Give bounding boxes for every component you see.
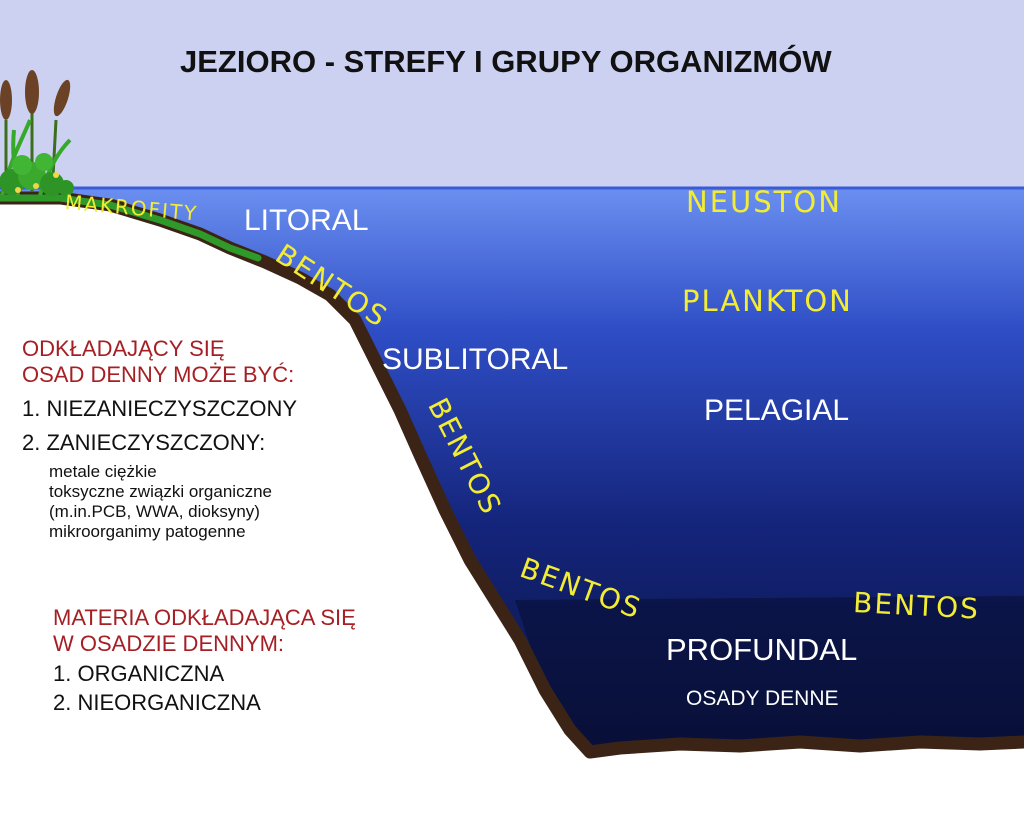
pollutant-heavy-metals: metale ciężkie <box>49 462 157 481</box>
zone-profundal-label: PROFUNDAL <box>666 632 858 667</box>
matter-item-inorganic: 2. NIEORGANICZNA <box>53 690 261 715</box>
matter-heading-line1: MATERIA ODKŁADAJĄCA SIĘ <box>53 605 356 630</box>
matter-heading-line2: W OSADZIE DENNYM: <box>53 631 285 656</box>
zone-pelagial-label: PELAGIAL <box>704 394 850 427</box>
sediment-item-unpolluted: 1. NIEZANIECZYSZCZONY <box>22 396 298 421</box>
matter-item-organic: 1. ORGANICZNA <box>53 661 225 686</box>
pollutant-toxic-organics: toksyczne związki organiczne <box>49 482 272 501</box>
pollutant-pathogens: mikroorganimy patogenne <box>49 522 246 541</box>
sky-area <box>0 0 1024 188</box>
pollutant-examples: (m.in.PCB, WWA, dioksyny) <box>49 502 260 521</box>
plankton-label: PLANKTON <box>682 284 853 318</box>
bentos-profundal-label: BENTOS <box>852 586 981 626</box>
sediment-info-block: ODKŁADAJĄCY SIĘ OSAD DENNY MOŻE BYĆ: 1. … <box>22 336 297 542</box>
zone-litoral-label: LITORAL <box>244 204 369 237</box>
bottom-sediments-label: OSADY DENNE <box>686 687 839 710</box>
sediment-heading-line2: OSAD DENNY MOŻE BYĆ: <box>22 362 295 387</box>
shore-grass <box>0 194 262 262</box>
sediment-item-polluted: 2. ZANIECZYSZCZONY: <box>22 430 266 455</box>
profundal-dark-layer <box>515 596 1024 752</box>
matter-info-block: MATERIA ODKŁADAJĄCA SIĘ W OSADZIE DENNYM… <box>53 605 356 716</box>
diagram-title: JEZIORO - STREFY I GRUPY ORGANIZMÓW <box>180 44 832 79</box>
reed-plants <box>0 70 74 197</box>
zone-sublitoral-label: SUBLITORAL <box>382 343 569 376</box>
neuston-label: NEUSTON <box>686 185 842 219</box>
sediment-heading-line1: ODKŁADAJĄCY SIĘ <box>22 336 225 361</box>
